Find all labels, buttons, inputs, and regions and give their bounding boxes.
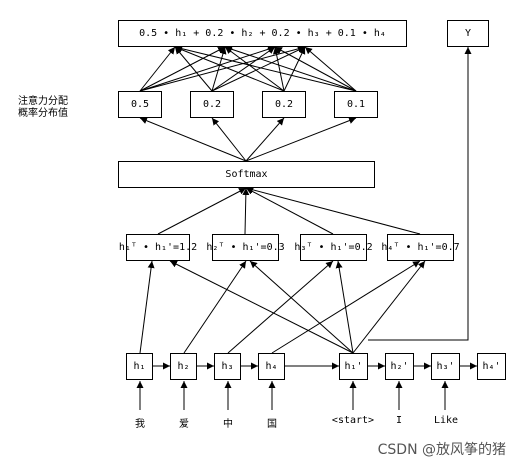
prob-to-sum-arrow-3-4 [283, 46, 306, 92]
score-to-softmax-arrow-3 [245, 187, 334, 235]
side-label-line-1: 注意力分配 [18, 96, 68, 107]
score-text-4: h₄ᵀ • h₁'=0.7 [381, 242, 460, 253]
h2-to-score2-arrow [183, 260, 247, 354]
prob-to-sum-arrow-4-3 [274, 46, 357, 92]
softmax-to-prob-arrow-2 [211, 117, 247, 162]
score-text-3: h₃ᵀ • h₁'=0.2 [294, 242, 373, 253]
prob-to-sum-arrow-2-2 [211, 46, 227, 92]
h1-to-score1-arrow [139, 260, 155, 354]
decoder-state-h4p-label: h₄' [482, 361, 501, 372]
decoder-input-i: I [395, 415, 403, 426]
prob-value-1: 0.5 [130, 99, 150, 110]
prob-to-sum-arrow-4-1 [174, 45, 357, 92]
decoder-state-h4p: h₄' [477, 353, 506, 380]
prob-to-sum-arrow-1-4 [139, 45, 306, 92]
prob-box-2: 0.2 [190, 91, 234, 118]
prob-value-3: 0.2 [274, 99, 294, 110]
prob-to-sum-arrow-3-2 [224, 46, 285, 92]
watermark: CSDN @放风筝的猪 [377, 442, 506, 458]
h1p-to-score1-arrow [169, 260, 354, 354]
encoder-state-h1-label: h₁ [133, 361, 146, 372]
softmax-to-prob-arrow-1 [139, 117, 247, 162]
attention-distribution-label: 注意力分配 概率分布值 [18, 96, 68, 120]
output-y-box: Y [447, 20, 489, 47]
h3-to-score3-arrow [227, 260, 334, 354]
softmax-to-prob-arrow-3 [245, 117, 285, 162]
score-to-softmax-arrow-2 [242, 187, 250, 235]
prob-to-sum-arrow-2-3 [211, 46, 276, 92]
encoder-state-h3: h₃ [214, 353, 241, 380]
prob-to-sum-arrow-3-1 [174, 46, 285, 92]
score-to-softmax-arrow-1 [157, 187, 247, 235]
score-to-softmax-arrow-4 [245, 186, 421, 235]
encoder-state-h3-label: h₃ [221, 361, 234, 372]
encoder-input-4: 国 [267, 419, 277, 430]
score-box-3: h₃ᵀ • h₁'=0.2 [294, 234, 373, 261]
prob-to-sum-arrow-4-2 [224, 45, 357, 92]
side-label-line-2: 概率分布值 [18, 108, 68, 119]
score-text-1: h₁ᵀ • h₁'=1.2 [118, 242, 198, 253]
decoder-state-h2p-label: h₂' [390, 361, 409, 372]
encoder-input-2: 爱 [179, 419, 189, 430]
score-box-2: h₂ᵀ • h₁'=0.3 [206, 234, 285, 261]
encoder-state-h4-label: h₄ [265, 361, 278, 372]
softmax-to-prob-arrow-4 [245, 117, 357, 162]
h1p-to-score4-arrow [352, 260, 426, 354]
prob-to-sum-arrow-4-4 [304, 46, 357, 92]
encoder-state-h2-label: h₂ [177, 361, 190, 372]
score-box-1: h₁ᵀ • h₁'=1.2 [119, 234, 197, 261]
h1p-to-score3-arrow [335, 260, 354, 354]
prob-box-4: 0.1 [334, 91, 378, 118]
decoder-state-h1p-label: h₁' [344, 361, 363, 372]
prob-to-sum-arrow-1-3 [139, 45, 276, 92]
encoder-state-h2: h₂ [170, 353, 197, 380]
h1p-to-output-y-arrow [368, 47, 472, 341]
prob-to-sum-arrow-2-1 [174, 46, 213, 92]
decoder-state-h1p: h₁' [339, 353, 368, 380]
encoder-state-h1: h₁ [126, 353, 153, 380]
decoder-input-like: Like [433, 415, 459, 426]
weighted-sum-text: 0.5 • h₁ + 0.2 • h₂ + 0.2 • h₃ + 0.1 • h… [139, 28, 386, 39]
encoder-state-h4: h₄ [258, 353, 285, 380]
decoder-input-start: <start> [331, 415, 375, 426]
output-y-label: Y [464, 28, 472, 39]
score-text-2: h₂ᵀ • h₁'=0.3 [206, 242, 285, 253]
prob-box-1: 0.5 [118, 91, 162, 118]
prob-to-sum-arrow-3-3 [272, 46, 285, 92]
prob-to-sum-arrow-1-2 [139, 46, 226, 92]
score-box-4: h₄ᵀ • h₁'=0.7 [381, 234, 460, 261]
softmax-label: Softmax [225, 169, 268, 180]
decoder-state-h3p: h₃' [431, 353, 460, 380]
prob-value-4: 0.1 [346, 99, 366, 110]
h1p-to-score2-arrow [249, 260, 354, 354]
prob-value-2: 0.2 [202, 99, 222, 110]
encoder-input-1: 我 [135, 419, 145, 430]
encoder-input-3: 中 [223, 419, 233, 430]
decoder-state-h2p: h₂' [385, 353, 414, 380]
decoder-state-h3p-label: h₃' [436, 361, 455, 372]
softmax-box: Softmax [118, 161, 375, 188]
prob-box-3: 0.2 [262, 91, 306, 118]
weighted-sum-box: 0.5 • h₁ + 0.2 • h₂ + 0.2 • h₃ + 0.1 • h… [118, 20, 407, 47]
prob-to-sum-arrow-1-1 [139, 46, 176, 92]
